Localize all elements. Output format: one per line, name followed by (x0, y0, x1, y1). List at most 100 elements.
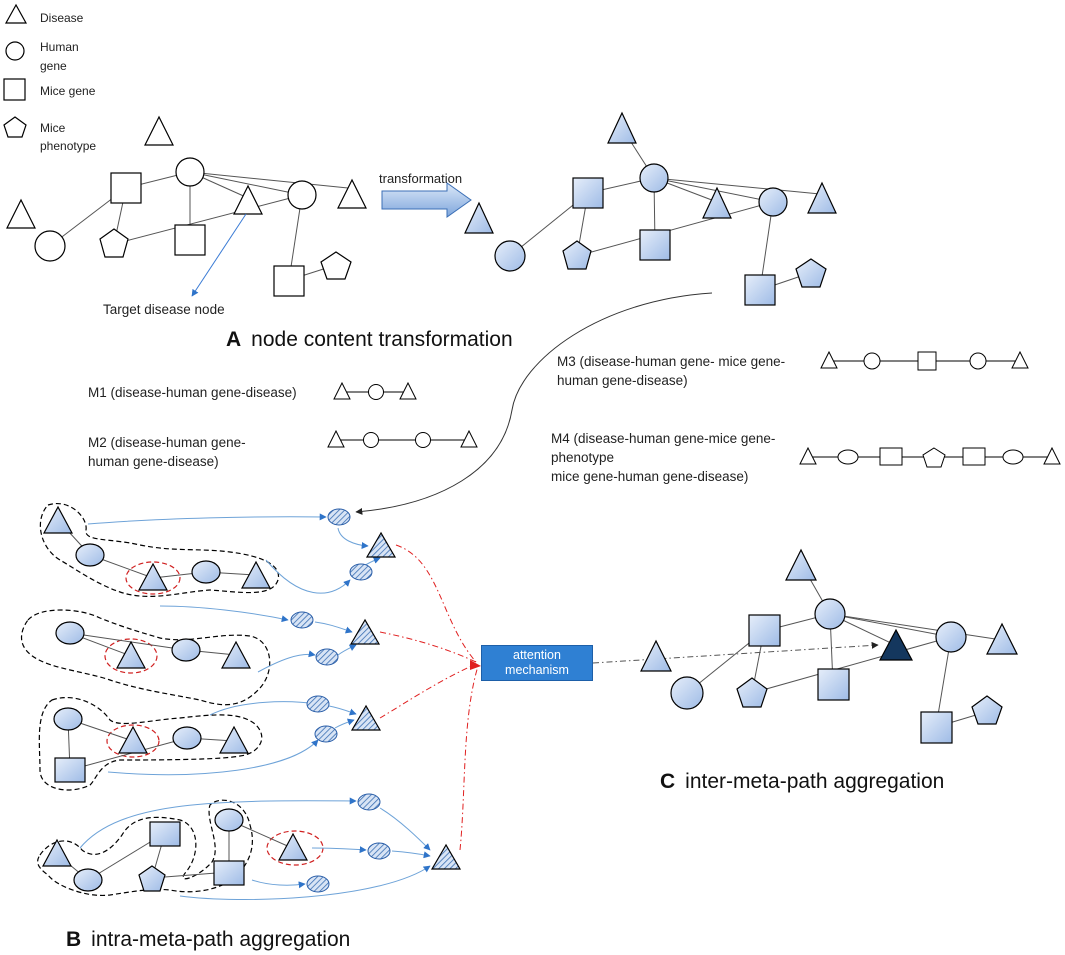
transformation-arrow-icon (381, 182, 472, 218)
aggregation-edge (179, 865, 431, 900)
disease-node (41, 838, 73, 867)
aggregated-disease-node (430, 843, 462, 870)
panel-b-letter: B (66, 928, 82, 951)
disease-icon (820, 350, 838, 369)
metapath-m4-label-2: phenotype (551, 450, 615, 465)
mice-phenotype-node (562, 240, 592, 270)
target-disease-node (277, 832, 309, 861)
disease-node (6, 198, 36, 229)
aggregation-edge (159, 605, 289, 623)
metapath-instance-outline (20, 609, 271, 706)
aggregation-edge (391, 850, 431, 859)
legend-disease-icon (4, 3, 28, 24)
disease-icon (399, 381, 417, 400)
disease-icon (1011, 350, 1029, 369)
embedding-node (314, 725, 338, 743)
human-gene-node (214, 808, 244, 832)
legend-mice-phenotype-icon (3, 116, 27, 138)
mice-gene-node (174, 224, 206, 256)
target-disease-node (115, 640, 147, 669)
human-gene-node (75, 543, 105, 567)
metapath-schemas (327, 350, 1061, 468)
mice-gene-node (110, 172, 142, 204)
human-gene-node (639, 163, 669, 193)
panel-a-text: node content transformation (251, 328, 513, 351)
disease-node (702, 186, 732, 219)
embedding-node (349, 563, 373, 581)
attention-edges (379, 544, 479, 851)
aggregated-disease-node (365, 531, 397, 558)
embedding-node (367, 842, 391, 860)
transformation-label: transformation (379, 171, 463, 186)
attention-label-1: attention (513, 648, 561, 662)
metapath-m3-label-2: human gene-disease) (557, 373, 688, 388)
human-gene-icon (863, 352, 881, 370)
human-gene-node (191, 560, 221, 584)
legend-shapes (3, 3, 28, 138)
aggregation-edge (334, 718, 355, 729)
aggregation-edge (265, 559, 351, 594)
attention-mechanism-box: attention mechanism (481, 645, 593, 681)
metapath-m2-label-2: human gene-disease) (88, 454, 219, 469)
metapath-m3-label-1: M3 (disease-human gene- mice gene- (557, 354, 786, 369)
target-disease-node (137, 562, 169, 591)
human-gene-icon (1002, 449, 1024, 465)
mice-gene-node (920, 711, 953, 744)
aggregated-disease-node (350, 704, 382, 731)
human-gene-icon (368, 384, 384, 400)
embedding-node (327, 508, 351, 526)
mice-phenotype-node (971, 695, 1003, 725)
mice-phenotype-node (138, 865, 166, 892)
aggregation-edge (314, 621, 353, 634)
embedding-node (306, 695, 330, 713)
human-gene-node (53, 707, 83, 731)
aggregation-edge (337, 527, 369, 550)
human-gene-icon (363, 432, 379, 448)
intra-row-2 (20, 605, 381, 706)
mice-gene-icon (879, 447, 903, 466)
disease-node (240, 560, 272, 589)
human-gene-node (172, 726, 202, 750)
panel-b-text: intra-meta-path aggregation (91, 928, 351, 951)
disease-node (144, 115, 174, 146)
legend-mice-phenotype-label-2: phenotype (40, 139, 97, 153)
human-gene-node (175, 157, 205, 187)
disease-icon (799, 446, 817, 465)
graph-c-nodes (640, 548, 1018, 744)
legend-mice-phenotype-label-1: Mice (40, 121, 66, 135)
human-gene-icon (837, 449, 859, 465)
attention-label-2: mechanism (505, 663, 569, 677)
mice-phenotype-node (99, 228, 129, 258)
mice-gene-node (213, 860, 245, 886)
legend-human-gene-label-1: Human (40, 40, 79, 54)
mice-phenotype-node (795, 258, 827, 288)
disease-node (607, 111, 637, 144)
disease-node (337, 178, 367, 209)
disease-node (640, 639, 672, 672)
aggregation-edge (251, 879, 306, 889)
disease-node (986, 622, 1018, 655)
human-gene-node (55, 621, 85, 645)
target-highlight (106, 724, 160, 758)
intra-row-4 (37, 793, 462, 900)
aggregation-edge (79, 797, 357, 849)
metapath-m4-label-3: mice gene-human gene-disease) (551, 469, 749, 484)
mice-gene-node (273, 265, 305, 297)
legend-mice-gene-label: Mice gene (40, 84, 96, 98)
mice-phenotype-node (320, 251, 352, 280)
disease-node (464, 201, 494, 234)
disease-node (220, 640, 252, 669)
human-gene-node (73, 868, 103, 892)
target-highlight (125, 561, 181, 595)
target-disease-node (117, 725, 149, 754)
target-highlight (104, 638, 158, 674)
human-gene-node (287, 180, 317, 210)
human-gene-node (171, 638, 201, 662)
metapath-instance-outline (38, 696, 263, 791)
legend-mice-gene-icon (3, 78, 26, 101)
mice-phenotype-node (736, 677, 768, 708)
metapath-instance-outline (39, 502, 280, 597)
human-gene-node (494, 240, 526, 272)
embedding-node (357, 793, 381, 811)
